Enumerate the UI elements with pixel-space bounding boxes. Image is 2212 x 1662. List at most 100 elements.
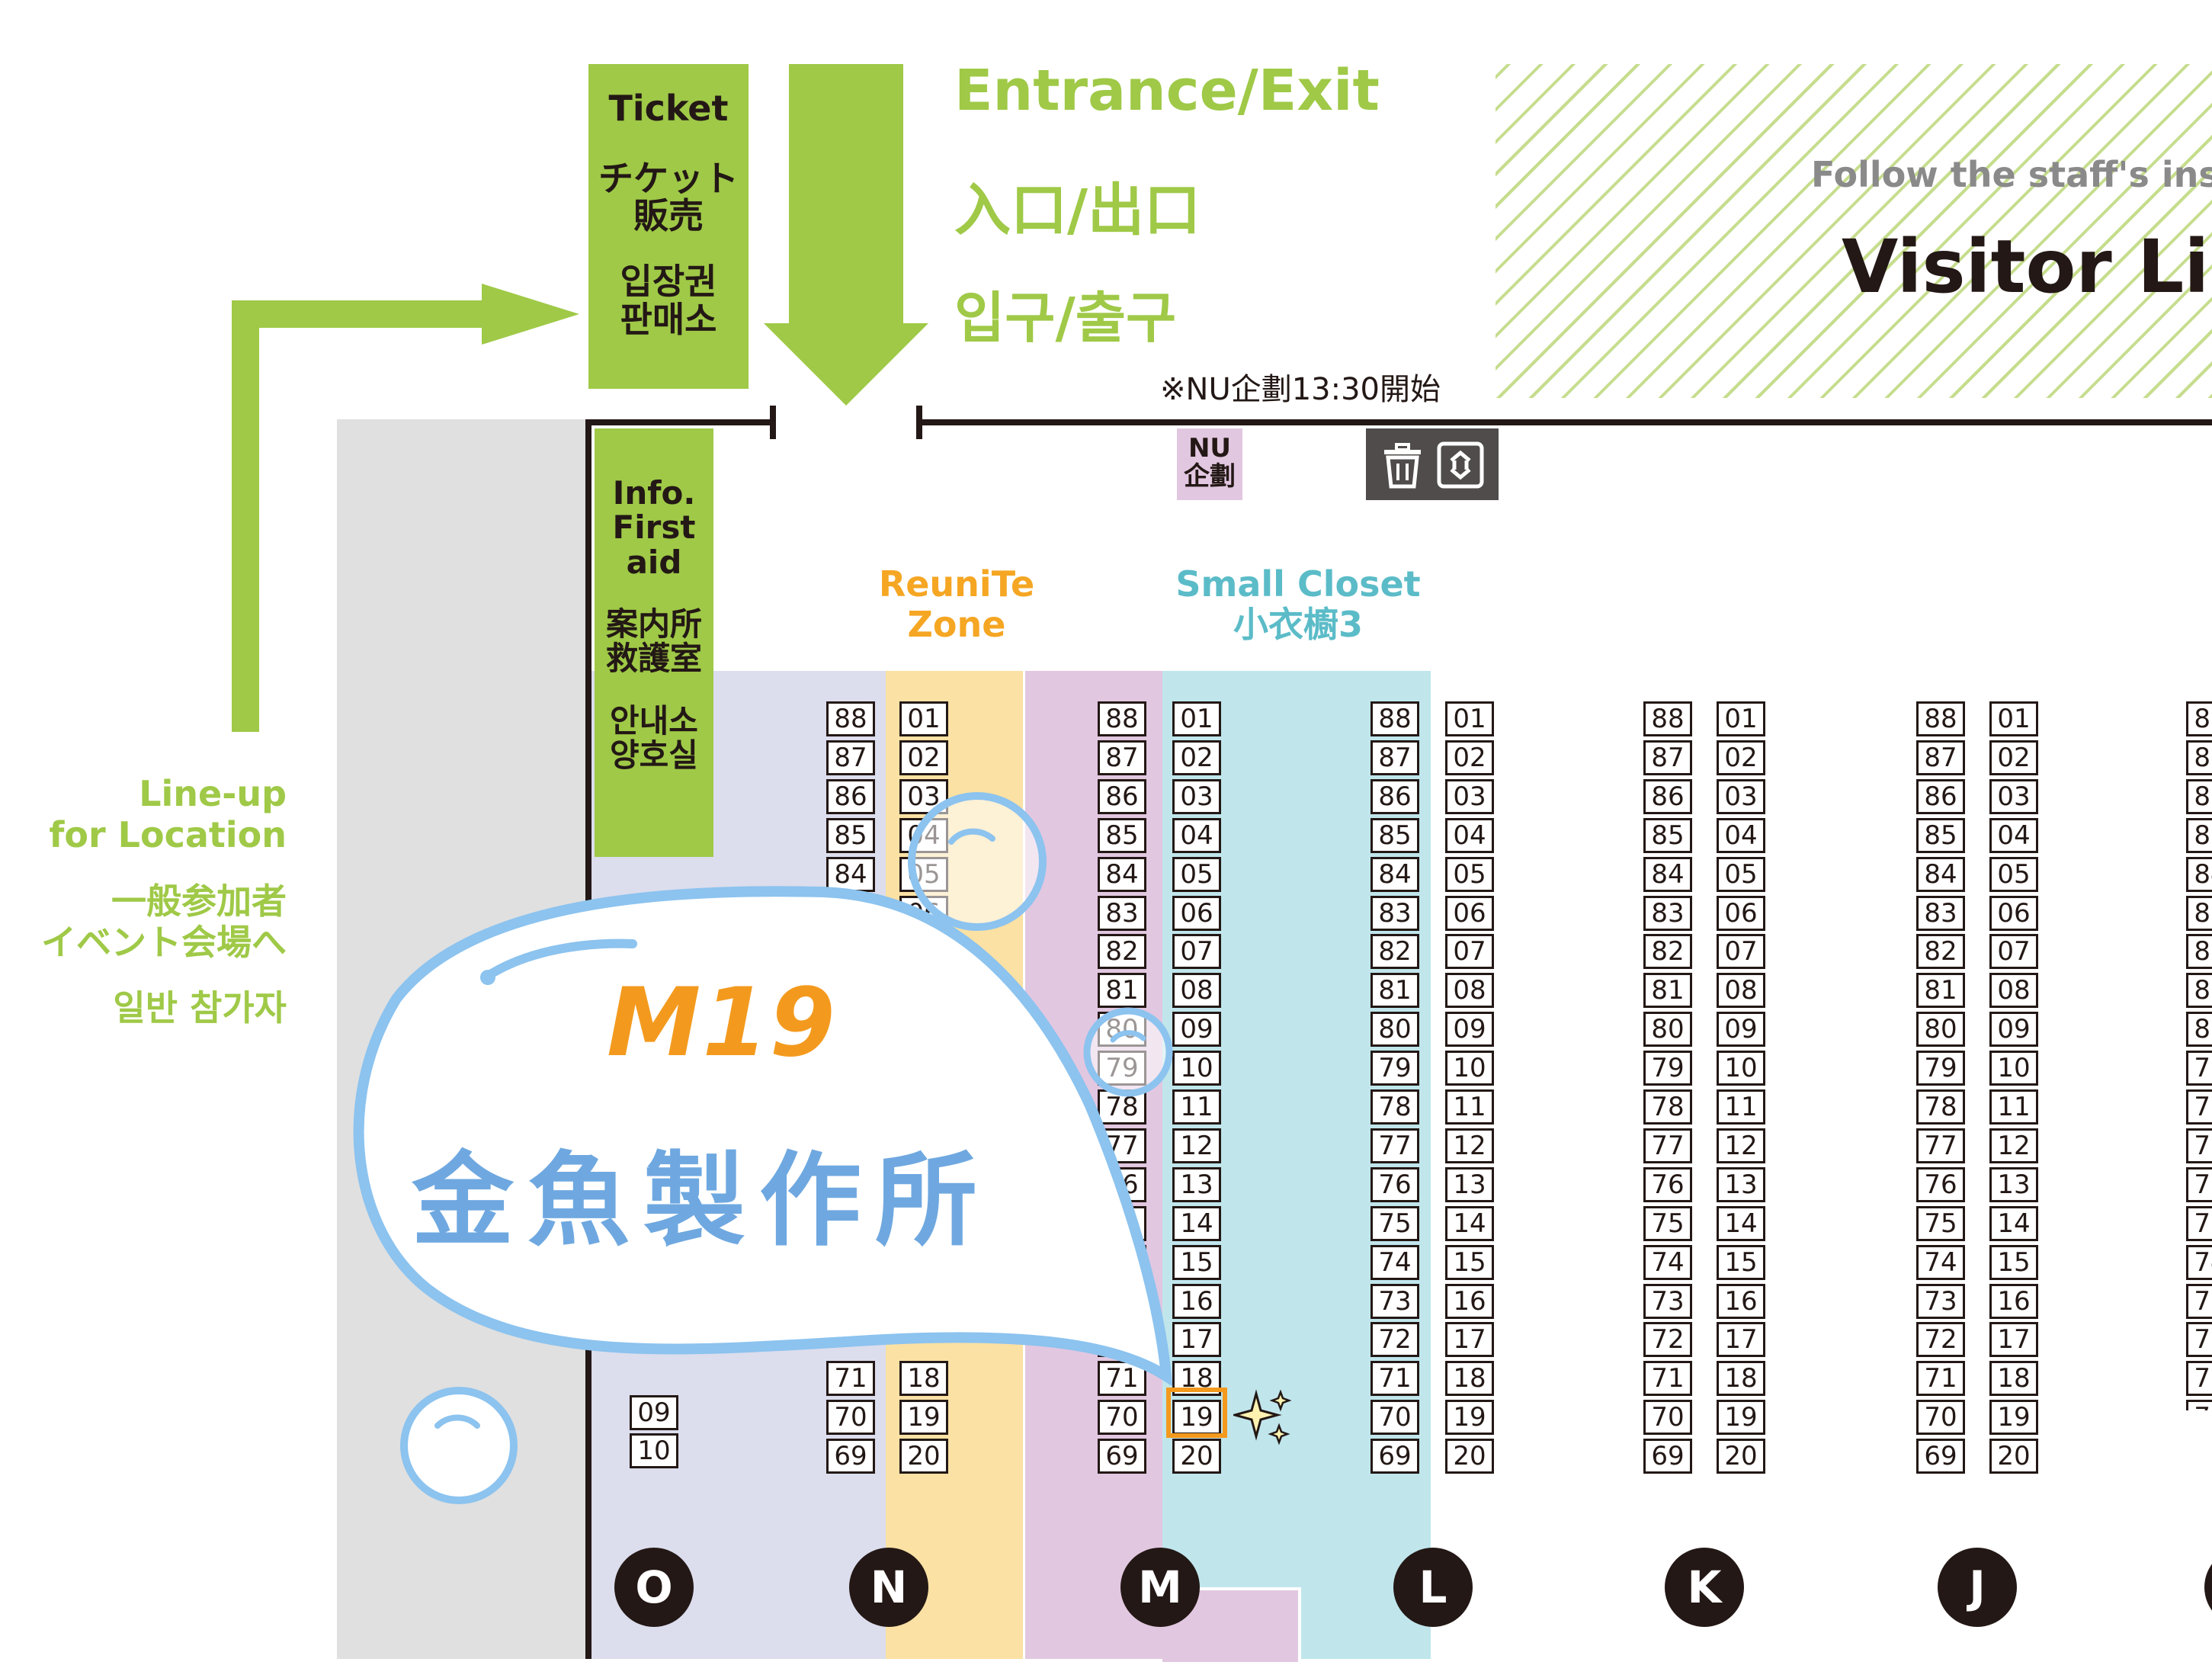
booth-cell[interactable]: 69: [1370, 1439, 1419, 1474]
booth-cell[interactable]: 83: [2186, 895, 2212, 931]
booth-cell[interactable]: 82: [1643, 934, 1692, 970]
booth-cell[interactable]: 81: [1916, 973, 1965, 1009]
booth-cell[interactable]: 16: [1989, 1283, 2038, 1319]
booth-cell[interactable]: 11: [1172, 1089, 1221, 1125]
booth-cell[interactable]: 02: [1172, 740, 1221, 775]
booth-cell[interactable]: 86: [1643, 778, 1692, 814]
booth-cell[interactable]: 86: [1098, 778, 1146, 814]
booth-cell[interactable]: 79: [1643, 1051, 1692, 1086]
booth-cell[interactable]: 08: [1445, 973, 1494, 1009]
booth-cell[interactable]: 71: [1643, 1361, 1692, 1397]
booth-cell[interactable]: 12: [1172, 1128, 1221, 1163]
booth-cell[interactable]: 84: [1916, 856, 1965, 892]
booth-cell[interactable]: 04: [1989, 817, 2038, 853]
booth-cell[interactable]: 88: [1098, 701, 1146, 736]
booth-cell[interactable]: 73: [2186, 1283, 2212, 1319]
booth-cell[interactable]: 18: [1717, 1361, 1765, 1397]
booth-cell[interactable]: 72: [1370, 1322, 1419, 1358]
booth-cell[interactable]: 03: [1717, 778, 1765, 814]
booth-cell[interactable]: 07: [1445, 934, 1494, 970]
booth-cell[interactable]: 85: [1370, 817, 1419, 853]
booth-cell[interactable]: 87: [1098, 740, 1146, 775]
booth-cell[interactable]: 18: [899, 1361, 948, 1397]
booth-cell[interactable]: 06: [1717, 895, 1765, 931]
booth-cell[interactable]: 74: [1916, 1244, 1965, 1280]
booth-cell[interactable]: 76: [2186, 1166, 2212, 1202]
booth-cell[interactable]: 69: [1916, 1439, 1965, 1474]
booth-cell[interactable]: 86: [2186, 778, 2212, 814]
booth-cell[interactable]: 70: [1916, 1400, 1965, 1436]
booth-cell[interactable]: 82: [1098, 934, 1146, 970]
booth-cell[interactable]: 08: [1172, 973, 1221, 1009]
booth-cell[interactable]: 70: [2186, 1400, 2212, 1410]
booth-cell[interactable]: 18: [1445, 1361, 1494, 1397]
booth-cell[interactable]: 01: [1445, 701, 1494, 736]
booth-cell[interactable]: 74: [1370, 1244, 1419, 1280]
booth-cell[interactable]: 13: [1717, 1166, 1765, 1202]
booth-cell[interactable]: 83: [1643, 895, 1692, 931]
booth-cell[interactable]: 70: [1643, 1400, 1692, 1436]
booth-cell[interactable]: 09: [630, 1395, 678, 1430]
booth-cell[interactable]: 76: [1916, 1166, 1965, 1202]
booth-cell[interactable]: 11: [1989, 1089, 2038, 1125]
booth-cell[interactable]: 19: [1989, 1400, 2038, 1436]
booth-cell[interactable]: 71: [1370, 1361, 1419, 1397]
booth-cell[interactable]: 74: [1643, 1244, 1692, 1280]
booth-cell[interactable]: 78: [1370, 1089, 1419, 1125]
booth-cell[interactable]: 14: [1717, 1205, 1765, 1241]
booth-cell[interactable]: 69: [1643, 1439, 1692, 1474]
booth-cell[interactable]: 14: [1989, 1205, 2038, 1241]
booth-cell[interactable]: 17: [1717, 1322, 1765, 1358]
booth-cell[interactable]: 75: [2186, 1205, 2212, 1241]
booth-cell[interactable]: 88: [1916, 701, 1965, 736]
booth-cell[interactable]: 13: [1445, 1166, 1494, 1202]
booth-cell[interactable]: 02: [1445, 740, 1494, 775]
booth-cell[interactable]: 76: [1370, 1166, 1419, 1202]
booth-cell[interactable]: 11: [1717, 1089, 1765, 1125]
booth-cell[interactable]: 06: [1172, 895, 1221, 931]
booth-cell[interactable]: 16: [1445, 1283, 1494, 1319]
booth-cell[interactable]: 02: [1989, 740, 2038, 775]
booth-cell[interactable]: 11: [1445, 1089, 1494, 1125]
booth-cell[interactable]: 87: [1370, 740, 1419, 775]
booth-cell[interactable]: 02: [1717, 740, 1765, 775]
booth-cell[interactable]: 70: [1098, 1400, 1146, 1436]
booth-cell[interactable]: 73: [1643, 1283, 1692, 1319]
booth-cell[interactable]: 69: [826, 1439, 875, 1474]
booth-cell[interactable]: 19: [1445, 1400, 1494, 1436]
booth-cell[interactable]: 20: [1445, 1439, 1494, 1474]
booth-cell[interactable]: 10: [1989, 1051, 2038, 1086]
booth-highlight-m19[interactable]: [1166, 1388, 1227, 1438]
booth-cell[interactable]: 77: [1916, 1128, 1965, 1163]
booth-cell[interactable]: 20: [1989, 1439, 2038, 1474]
booth-cell[interactable]: 79: [2186, 1051, 2212, 1086]
booth-cell[interactable]: 72: [2186, 1322, 2212, 1358]
booth-cell[interactable]: 04: [1172, 817, 1221, 853]
booth-cell[interactable]: 88: [1643, 701, 1692, 736]
booth-cell[interactable]: 78: [2186, 1089, 2212, 1125]
booth-cell[interactable]: 15: [1989, 1244, 2038, 1280]
booth-cell[interactable]: 85: [1098, 817, 1146, 853]
booth-cell[interactable]: 04: [1445, 817, 1494, 853]
booth-cell[interactable]: 86: [1370, 778, 1419, 814]
booth-cell[interactable]: 07: [1172, 934, 1221, 970]
booth-cell[interactable]: 82: [1370, 934, 1419, 970]
booth-cell[interactable]: 06: [1989, 895, 2038, 931]
booth-cell[interactable]: 77: [1370, 1128, 1419, 1163]
booth-cell[interactable]: 14: [1445, 1205, 1494, 1241]
booth-cell[interactable]: 82: [1916, 934, 1965, 970]
booth-cell[interactable]: 81: [1643, 973, 1692, 1009]
booth-cell[interactable]: 10: [1172, 1051, 1221, 1086]
booth-cell[interactable]: 87: [826, 740, 875, 775]
booth-cell[interactable]: 73: [1370, 1283, 1419, 1319]
booth-cell[interactable]: 20: [1717, 1439, 1765, 1474]
booth-cell[interactable]: 09: [1717, 1012, 1765, 1048]
booth-cell[interactable]: 79: [1370, 1051, 1419, 1086]
booth-cell[interactable]: 84: [1370, 856, 1419, 892]
booth-cell[interactable]: 71: [826, 1361, 875, 1397]
booth-cell[interactable]: 12: [1445, 1128, 1494, 1163]
booth-cell[interactable]: 01: [1717, 701, 1765, 736]
booth-cell[interactable]: 71: [1916, 1361, 1965, 1397]
booth-cell[interactable]: 88: [826, 701, 875, 736]
booth-cell[interactable]: 87: [1916, 740, 1965, 775]
